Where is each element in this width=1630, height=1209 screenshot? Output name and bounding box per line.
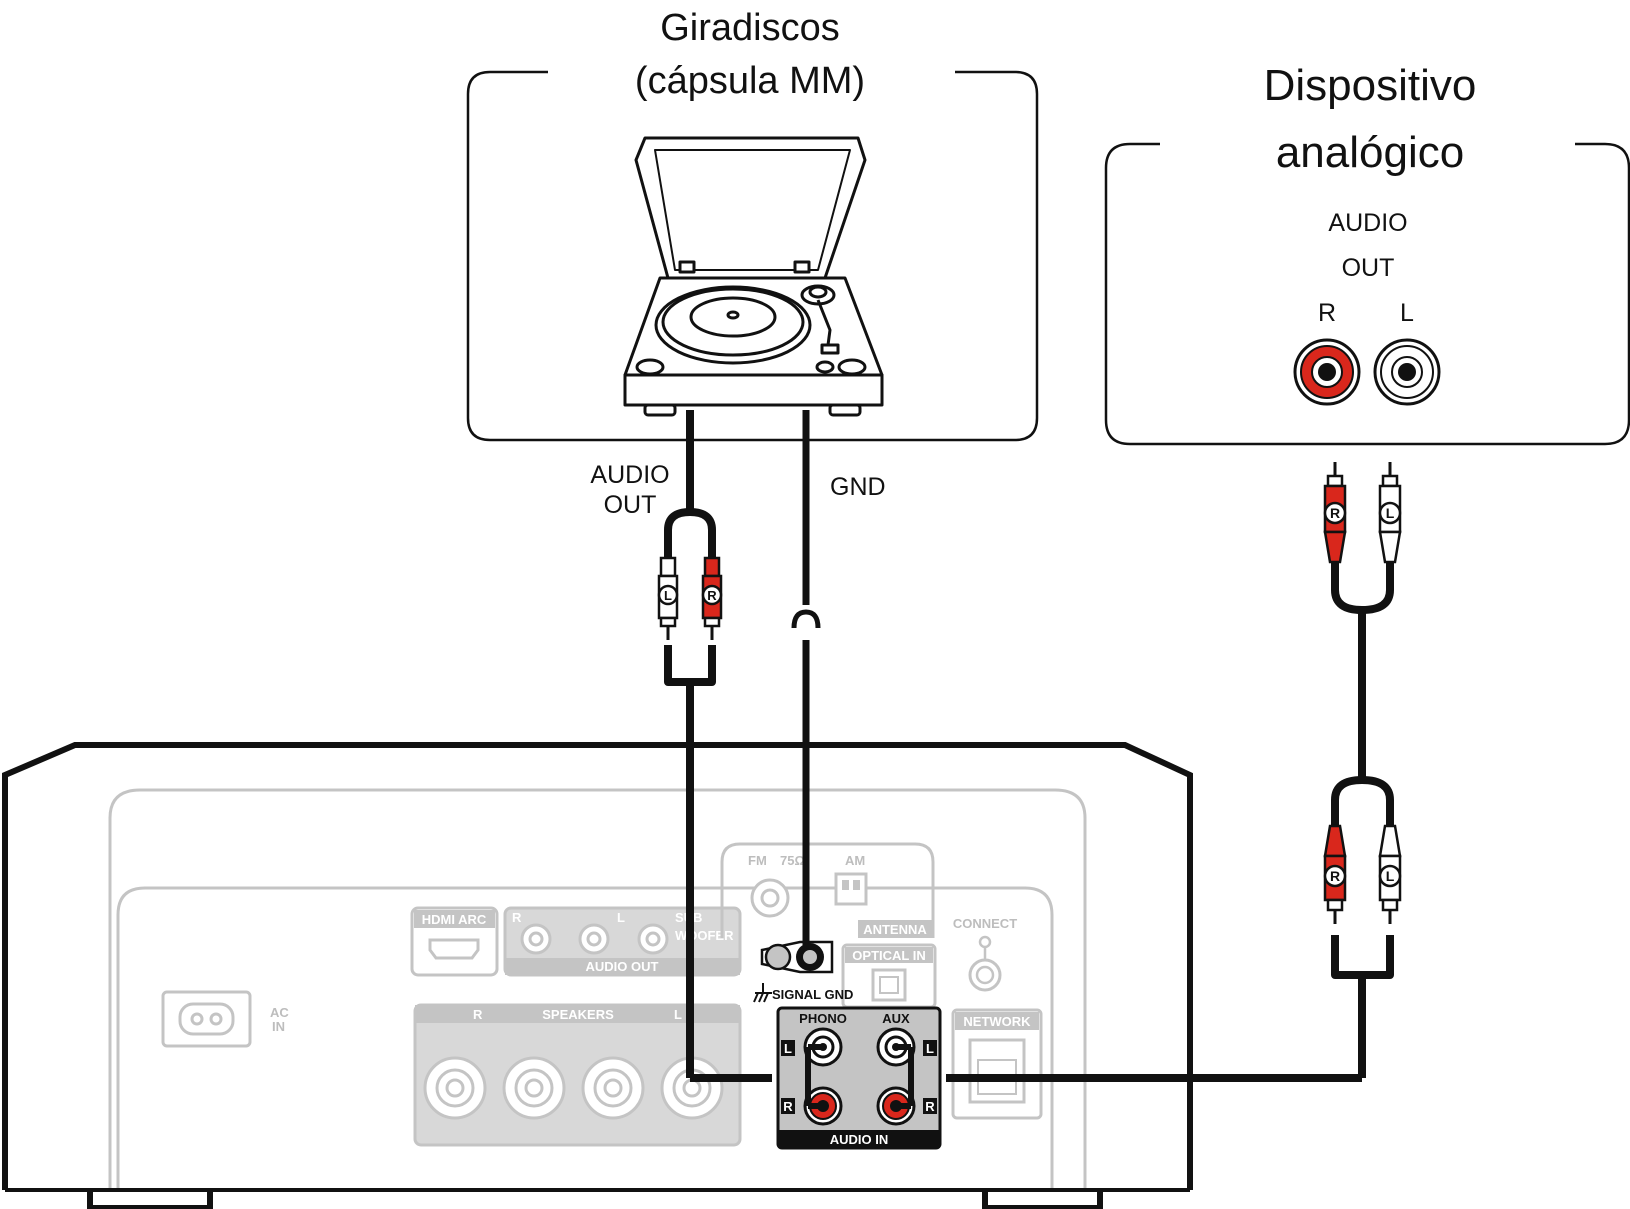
gnd-wire: [791, 410, 821, 945]
am-label: AM: [845, 853, 865, 868]
turntable-audio-out-line2: OUT: [604, 491, 657, 519]
fm-label: FM: [748, 853, 767, 868]
network-port: NETWORK: [951, 1008, 1043, 1120]
connect-button: CONNECT: [953, 916, 1017, 992]
aux-label: AUX: [882, 1011, 910, 1026]
ac-in-socket: AC IN: [161, 990, 289, 1048]
analog-out-r-jack: [1293, 338, 1361, 406]
antenna-block: ANTENNA FM 75Ω AM: [720, 842, 935, 938]
turntable-frame: Giradiscos (cápsula MM): [466, 7, 1039, 442]
ohm-label: 75Ω: [780, 853, 805, 868]
speakers-l-label: L: [674, 1007, 682, 1022]
aux-l-tag: L: [926, 1041, 934, 1056]
analog-top-plug-r: R: [1323, 462, 1347, 564]
analog-device-audio-line2: OUT: [1342, 254, 1395, 282]
audio-in-label: AUDIO IN: [830, 1132, 889, 1147]
phono-r-tag: R: [783, 1099, 793, 1114]
antenna-label: ANTENNA: [863, 922, 927, 937]
turntable-icon: [623, 136, 884, 417]
subwoofer-label-line2: WOOFER: [675, 928, 734, 943]
audio-out-block: AUDIO OUT R L SUB WOOFER: [503, 906, 742, 977]
analog-top-plug-l-label: L: [1386, 505, 1395, 521]
hdmi-arc-port: HDMI ARC: [410, 906, 499, 977]
turntable-audio-cable: [664, 410, 823, 1109]
receiver-body: [1, 742, 1193, 1209]
audio-in-block: AUDIO IN PHONO AUX L R L R: [776, 1006, 942, 1150]
turntable-gnd-label: GND: [830, 473, 886, 501]
turntable-audio-out-line1: AUDIO: [590, 461, 669, 489]
turntable-title-line2: (cápsula MM): [635, 60, 865, 102]
analog-device-r-label: R: [1318, 299, 1336, 327]
speakers-label: SPEAKERS: [542, 1007, 614, 1022]
analog-bottom-plug-l: L: [1378, 824, 1402, 924]
analog-device-cable: [896, 560, 1394, 1109]
turntable-plug-l-label: L: [664, 588, 672, 603]
phono-l-tag: L: [784, 1041, 792, 1056]
audio-out-r-label: R: [512, 910, 522, 925]
signal-gnd-label: SIGNAL GND: [772, 987, 853, 1002]
turntable-plug-r-label: R: [707, 588, 717, 603]
analog-device-title-line1: Dispositivo: [1264, 61, 1477, 110]
turntable-plug-l: L: [657, 556, 679, 640]
turntable-plug-r: R: [701, 556, 723, 640]
analog-device-audio-line1: AUDIO: [1328, 209, 1407, 237]
hdmi-arc-label: HDMI ARC: [422, 912, 487, 927]
optical-in-port: OPTICAL IN: [841, 943, 937, 1009]
network-label: NETWORK: [963, 1014, 1031, 1029]
analog-top-plug-l: L: [1378, 462, 1402, 564]
optical-in-label: OPTICAL IN: [852, 948, 925, 963]
connect-label: CONNECT: [953, 916, 1017, 931]
analog-out-l-jack: [1373, 338, 1441, 406]
analog-device-title-line2: analógico: [1276, 128, 1464, 177]
speakers-block: SPEAKERS R L: [413, 1003, 742, 1147]
aux-r-tag: R: [925, 1099, 935, 1114]
ac-in-label-line1: AC: [270, 1005, 289, 1020]
speakers-r-label: R: [473, 1007, 483, 1022]
analog-device-l-label: L: [1400, 299, 1414, 327]
audio-out-l-label: L: [617, 910, 625, 925]
phono-label: PHONO: [799, 1011, 847, 1026]
analog-top-plug-r-label: R: [1330, 505, 1340, 521]
turntable-title-line1: Giradiscos: [660, 7, 840, 49]
audio-out-label: AUDIO OUT: [586, 959, 659, 974]
signal-gnd-terminal: SIGNAL GND: [753, 940, 853, 1003]
analog-bottom-plug-r-label: R: [1330, 868, 1340, 884]
ac-in-label-line2: IN: [272, 1019, 285, 1034]
analog-bottom-plug-l-label: L: [1386, 868, 1395, 884]
analog-bottom-plug-r: R: [1323, 824, 1347, 924]
analog-device-frame: Dispositivo analógico AUDIO OUT R L: [1104, 61, 1630, 446]
